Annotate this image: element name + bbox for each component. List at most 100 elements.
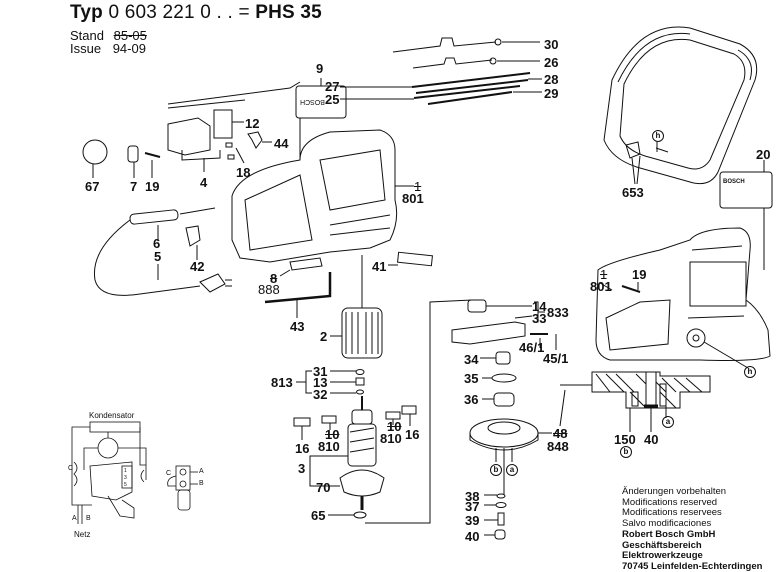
part-label-653: 653	[622, 186, 644, 199]
switch-detail-a: A	[199, 468, 204, 475]
switch-detail-c: C	[166, 470, 171, 477]
part-label-41: 41	[372, 260, 386, 273]
marker-b: b	[490, 464, 502, 476]
part-label-2: 2	[320, 330, 327, 343]
marker-h-housing: h	[744, 366, 756, 378]
part-label-5: 5	[154, 250, 161, 263]
circuit-schematic	[72, 422, 198, 524]
part-label-34: 34	[464, 353, 478, 366]
part-label-35: 35	[464, 372, 478, 385]
marker-b-section: b	[620, 446, 632, 458]
part-label-45-1: 45/1	[543, 352, 568, 365]
stator-2	[342, 308, 382, 358]
part-label-26: 26	[544, 56, 558, 69]
part-label-40-section: 40	[644, 433, 658, 446]
part-label-16-right: 16	[405, 428, 419, 441]
part-label-46-1: 46/1	[519, 341, 544, 354]
main-housing	[232, 130, 397, 262]
part-label-42: 42	[190, 260, 204, 273]
part-label-20: 20	[756, 148, 770, 161]
part-41	[398, 252, 433, 265]
switch-detail-b: B	[199, 480, 204, 487]
part-40	[495, 530, 505, 539]
part-label-67: 67	[85, 180, 99, 193]
switch-terminal-5: 5	[124, 482, 127, 488]
cord-sleeve-6	[130, 210, 179, 225]
plug	[200, 274, 225, 292]
part-label-801: 801	[402, 192, 424, 205]
note-line-fr: Modifications reservees	[622, 508, 778, 519]
part-42	[186, 226, 200, 246]
part-label-801-right: 801	[590, 280, 612, 293]
part-label-40: 40	[465, 530, 479, 543]
exploded-view-drawing	[0, 0, 778, 556]
switch-terminal-1: 1	[124, 468, 127, 474]
fan-70	[340, 470, 384, 496]
schematic-terminal-b: B	[86, 515, 91, 522]
mains-label: Netz	[74, 530, 90, 539]
part-label-833: 833	[547, 306, 569, 319]
power-cord-5	[94, 220, 200, 295]
part-34	[496, 352, 510, 364]
commutator	[352, 410, 372, 424]
part-44	[248, 132, 262, 148]
part-label-848: 848	[547, 440, 569, 453]
cable-set	[340, 38, 542, 104]
gear-848	[470, 419, 538, 447]
capacitor-label: Kondensator	[89, 411, 134, 420]
part-label-25: 25	[325, 93, 339, 106]
part-label-33: 33	[532, 312, 546, 325]
part-label-32: 32	[313, 388, 327, 401]
part-label-19-right: 19	[632, 268, 646, 281]
part-label-70: 70	[316, 481, 330, 494]
housing-window	[690, 262, 746, 306]
switch-terminal-3: 3	[124, 475, 127, 481]
bearing-14	[468, 300, 486, 312]
brush-holder-left	[294, 418, 310, 426]
company-address: 70745 Leinfelden-Echterdingen	[622, 562, 778, 572]
washer-35	[492, 374, 516, 382]
notes-block: Änderungen vorbehalten Modifications res…	[622, 487, 778, 572]
housing-half-right	[596, 228, 770, 361]
part-label-44: 44	[274, 137, 288, 150]
company-division: Geschäftsbereich Elektrowerkzeuge	[622, 541, 778, 562]
part-label-7: 7	[130, 180, 137, 193]
bearing-36	[494, 393, 514, 406]
plate-text-bosch-9: BOSCH	[300, 95, 325, 108]
brush-holder-right	[402, 406, 416, 414]
part-label-36: 36	[464, 393, 478, 406]
plate-text-bosch-20: BOSCH	[723, 176, 745, 189]
part-label-150: 150	[614, 433, 636, 446]
part-label-888: 888	[258, 283, 280, 296]
part-label-4: 4	[200, 176, 207, 189]
part-label-12: 12	[245, 117, 259, 130]
capacitor	[214, 110, 232, 138]
part-label-16-left: 16	[295, 442, 309, 455]
marker-h-handle: h	[652, 130, 664, 142]
note-line-es: Salvo modificaciones	[622, 519, 778, 530]
company-name: Robert Bosch GmbH	[622, 530, 778, 541]
part-label-3: 3	[298, 462, 305, 475]
part-label-19: 19	[145, 180, 159, 193]
gearbox-section	[560, 372, 710, 432]
part-label-813: 813	[271, 376, 293, 389]
marker-a: a	[506, 464, 518, 476]
part-label-65: 65	[311, 509, 325, 522]
handle	[604, 27, 757, 184]
part-label-29: 29	[544, 87, 558, 100]
part-7	[128, 146, 138, 162]
part-label-37: 37	[465, 500, 479, 513]
part-label-18: 18	[236, 166, 250, 179]
marker-a-section: a	[662, 416, 674, 428]
part-label-39: 39	[465, 514, 479, 527]
switch	[168, 118, 210, 155]
part-label-43: 43	[290, 320, 304, 333]
schematic-terminal-c: C	[68, 465, 73, 472]
part-label-810-left: 810	[318, 440, 340, 453]
part-67-circle	[83, 140, 107, 164]
part-label-30: 30	[544, 38, 558, 51]
part-label-9: 9	[316, 62, 323, 75]
part-label-28: 28	[544, 73, 558, 86]
gear-carrier-33	[452, 322, 525, 344]
schematic-terminal-a: A	[72, 515, 77, 522]
